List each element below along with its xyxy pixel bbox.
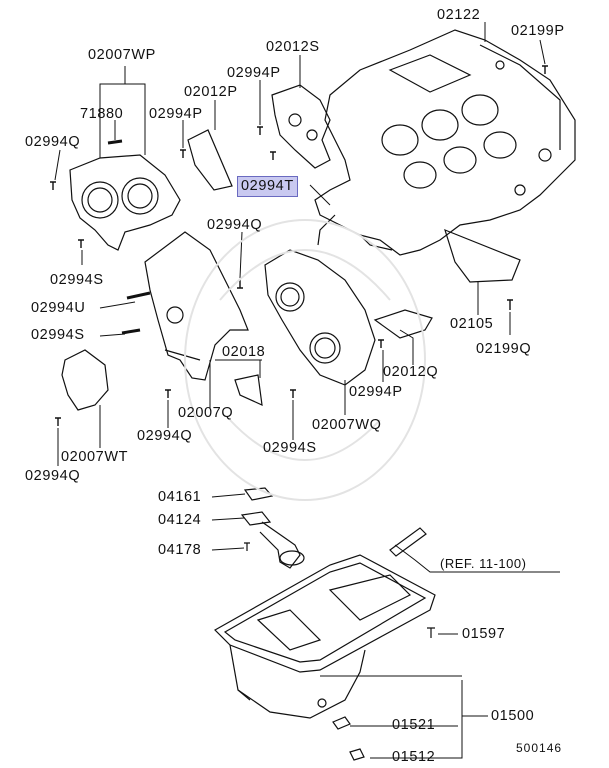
part-label-02994S-b[interactable]: 02994S xyxy=(31,327,85,343)
reference-note[interactable]: (REF. 11-100) xyxy=(440,556,527,571)
bracket-02012p xyxy=(187,129,233,191)
drain-plug-01512 xyxy=(349,748,365,761)
part-label-71880[interactable]: 71880 xyxy=(80,106,124,122)
bracket-02012s xyxy=(271,84,331,169)
upper-timing-cover xyxy=(69,154,181,251)
part-label-02018[interactable]: 02018 xyxy=(222,344,266,360)
part-label-01500[interactable]: 01500 xyxy=(491,708,535,724)
lower-timing-cover-right xyxy=(264,249,376,386)
gasket-01521 xyxy=(332,716,351,730)
part-label-02994P-b[interactable]: 02994P xyxy=(149,106,203,122)
part-label-02994U[interactable]: 02994U xyxy=(31,300,86,316)
part-label-02994Q-a[interactable]: 02994Q xyxy=(25,134,81,150)
part-label-01521[interactable]: 01521 xyxy=(392,717,436,733)
part-label-02994S-a[interactable]: 02994S xyxy=(50,272,104,288)
part-label-02007WP[interactable]: 02007WP xyxy=(88,47,156,63)
part-label-02012P[interactable]: 02012P xyxy=(184,84,238,100)
watermark xyxy=(184,219,426,501)
part-label-02994Q-c[interactable]: 02994Q xyxy=(137,428,193,444)
part-label-01512[interactable]: 01512 xyxy=(392,749,436,765)
dipstick-tube xyxy=(389,527,427,557)
bolts xyxy=(50,65,548,426)
part-label-02994P-a[interactable]: 02994P xyxy=(227,65,281,81)
part-label-04161[interactable]: 04161 xyxy=(158,489,202,505)
part-label-02994T-highlighted[interactable]: 02994T xyxy=(237,176,298,197)
part-label-02012S[interactable]: 02012S xyxy=(266,39,320,55)
bracket-02012q xyxy=(373,309,433,339)
part-label-02007Q[interactable]: 02007Q xyxy=(178,405,234,421)
part-label-02122[interactable]: 02122 xyxy=(437,7,481,23)
oil-pan xyxy=(214,554,436,719)
part-label-02007WT[interactable]: 02007WT xyxy=(61,449,129,465)
part-label-02994P-c[interactable]: 02994P xyxy=(349,384,403,400)
diagram-code: 500146 xyxy=(516,741,563,755)
part-label-02199P[interactable]: 02199P xyxy=(511,23,565,39)
part-label-02012Q[interactable]: 02012Q xyxy=(383,364,439,380)
part-label-04124[interactable]: 04124 xyxy=(158,512,202,528)
part-label-02994Q-d[interactable]: 02994Q xyxy=(25,468,81,484)
part-label-01597[interactable]: 01597 xyxy=(462,626,506,642)
rear-plate xyxy=(444,228,521,283)
bracket-02018 xyxy=(234,374,263,406)
bracket-02007wt xyxy=(61,349,109,411)
part-label-02199Q[interactable]: 02199Q xyxy=(476,341,532,357)
part-label-02994Q-b[interactable]: 02994Q xyxy=(207,217,263,233)
part-label-02994S-c[interactable]: 02994S xyxy=(263,440,317,456)
part-label-04178[interactable]: 04178 xyxy=(158,542,202,558)
lower-timing-cover-left xyxy=(144,231,249,381)
engine-block xyxy=(314,29,576,256)
part-label-02105[interactable]: 02105 xyxy=(450,316,494,332)
part-label-02007WQ[interactable]: 02007WQ xyxy=(312,417,382,433)
